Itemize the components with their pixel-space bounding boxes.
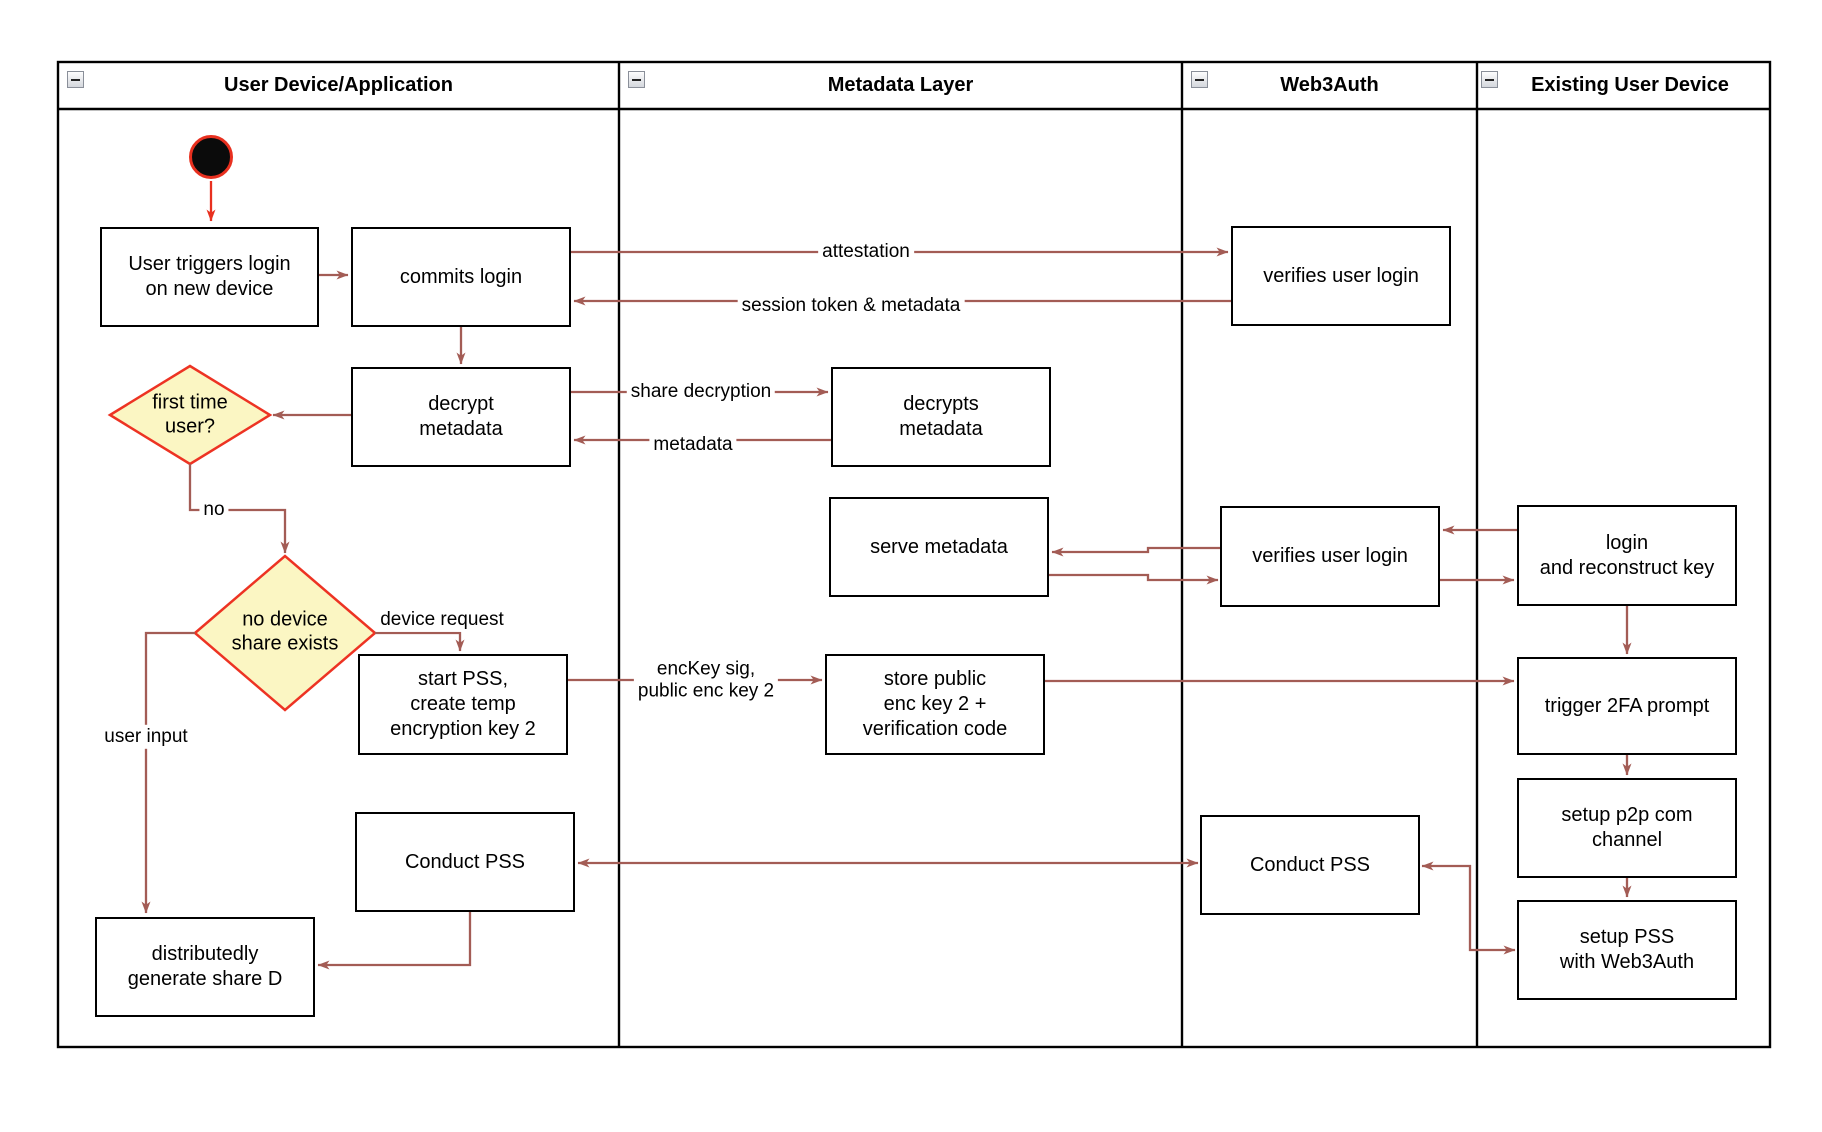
swimlane-outer-border <box>56 60 1772 1049</box>
node-user-triggers-login: User triggers login on new device <box>100 227 319 327</box>
node-conduct-pss-device: Conduct PSS <box>355 812 575 912</box>
edge-label-device-request: device request <box>376 607 508 633</box>
lane-collapse-button-user-device[interactable] <box>67 71 84 88</box>
node-start-pss: start PSS, create temp encryption key 2 <box>358 654 568 755</box>
arrow-user-input <box>141 631 195 914</box>
arrow-setup-pss-conduct-pss-bidirectional <box>1421 861 1516 955</box>
lane-collapse-button-metadata-layer[interactable] <box>628 71 645 88</box>
lane-collapse-button-existing-user-device[interactable] <box>1481 71 1498 88</box>
node-login-and-reconstruct-key: login and reconstruct key <box>1517 505 1737 606</box>
arrow-no-branch <box>188 464 290 554</box>
minus-icon <box>1485 78 1494 81</box>
node-verifies-user-login-1: verifies user login <box>1231 226 1451 326</box>
node-setup-pss-with-web3auth: setup PSS with Web3Auth <box>1517 900 1737 1000</box>
node-store-public-enc-key: store public enc key 2 + verification co… <box>825 654 1045 755</box>
decision-label-no-device-share: no device share exists <box>231 608 339 655</box>
node-decrypt-metadata: decrypt metadata <box>351 367 571 467</box>
decision-label-first-time-user: first time user? <box>152 391 228 438</box>
node-serve-metadata: serve metadata <box>829 497 1049 597</box>
edge-label-user-input: user input <box>100 724 192 750</box>
node-decrypts-metadata: decrypts metadata <box>831 367 1051 467</box>
minus-icon <box>632 78 641 81</box>
edge-label-metadata: metadata <box>649 432 737 458</box>
lane-title-existing-user-device: Existing User Device <box>1531 74 1729 96</box>
minus-icon <box>71 78 80 81</box>
arrow-serve-to-verifies2 <box>1049 573 1219 585</box>
start-node <box>189 135 233 179</box>
minus-icon <box>1195 78 1204 81</box>
edge-label-no: no <box>199 497 229 523</box>
arrow-device-request <box>375 631 465 652</box>
lane-title-metadata-layer: Metadata Layer <box>827 74 974 96</box>
arrow-verifies2-to-serve <box>1051 546 1220 557</box>
node-distributedly-generate-share-d: distributedly generate share D <box>95 917 315 1017</box>
edge-label-enckey-sig: encKey sig, public enc key 2 <box>633 657 779 705</box>
decision-first-time-user <box>107 364 273 466</box>
node-setup-p2p-channel: setup p2p com channel <box>1517 778 1737 878</box>
node-trigger-2fa-prompt: trigger 2FA prompt <box>1517 657 1737 755</box>
lane-title-web3auth: Web3Auth <box>1280 74 1379 96</box>
node-commits-login: commits login <box>351 227 571 327</box>
edge-label-attestation: attestation <box>818 239 914 265</box>
arrow-conduct-to-distributedly <box>317 912 472 970</box>
lane-collapse-button-web3auth[interactable] <box>1191 71 1208 88</box>
edge-label-share-decryption: share decryption <box>626 379 776 405</box>
node-conduct-pss-web3auth: Conduct PSS <box>1200 815 1420 915</box>
edge-label-session-token: session token & metadata <box>737 293 965 319</box>
lane-title-user-device: User Device/Application <box>224 74 453 96</box>
node-verifies-user-login-2: verifies user login <box>1220 506 1440 607</box>
